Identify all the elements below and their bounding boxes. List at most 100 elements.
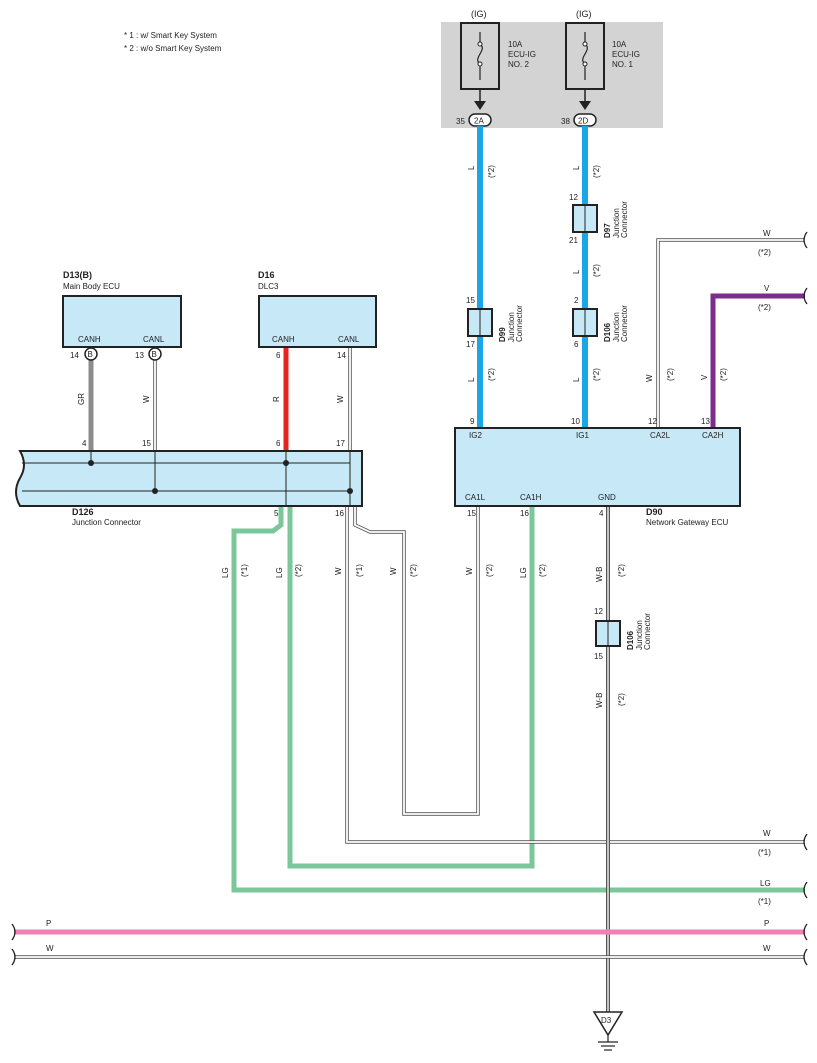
fuse-name-2: NO. 2 <box>508 60 529 69</box>
pin-label: GND <box>598 493 616 502</box>
pin-number: 4 <box>599 509 604 518</box>
pin-number: 4 <box>82 439 87 448</box>
wire-label-w: W <box>645 374 654 382</box>
pin-label-canh: CANH <box>272 335 295 344</box>
wire-label-star2: (*2) <box>592 368 601 381</box>
pin-number: 12 <box>594 607 603 616</box>
pin-number: 2 <box>574 296 579 305</box>
network-gateway-ecu: IG2 IG1 CA2L CA2H 9 10 12 13 CA1L CA1H G… <box>454 417 741 527</box>
wire-v-ca2h <box>710 293 805 428</box>
pin-number: 6 <box>276 439 281 448</box>
pin-label: CA2L <box>650 431 671 440</box>
d99-junction-connector: 15 17 D99 Junction Connector <box>466 296 524 349</box>
wire-label-star2: (*2) <box>485 564 494 577</box>
wire-label-star2: (*2) <box>617 564 626 577</box>
component-code: D106 <box>603 322 612 342</box>
wire-label-lg: LG <box>760 879 771 888</box>
pin-number: 15 <box>142 439 151 448</box>
fuse-supply-label: (IG) <box>471 9 487 19</box>
component-name: Junction <box>612 208 621 238</box>
break-marks <box>11 231 808 966</box>
component-name: Network Gateway ECU <box>646 518 728 527</box>
pin-number: 15 <box>466 296 475 305</box>
wire-label-star2: (*2) <box>617 693 626 706</box>
pin-number: 15 <box>467 509 476 518</box>
pin-number: 16 <box>335 509 344 518</box>
fuse-supply-label: (IG) <box>576 9 592 19</box>
pin-number: 13 <box>701 417 710 426</box>
wire-label-l: L <box>467 165 476 170</box>
wire-label-r: R <box>272 396 281 402</box>
legend-note-2: * 2 : w/o Smart Key System <box>124 44 222 53</box>
wire-label-star2: (*2) <box>487 368 496 381</box>
d97-junction-connector: 12 21 D97 Junction Connector <box>569 193 629 245</box>
wire-label-w: W <box>465 567 474 575</box>
fuse-connector-label: 2D <box>578 117 588 126</box>
pin-label: IG2 <box>469 431 482 440</box>
pin-label: CA1L <box>465 493 486 502</box>
pin-number: 16 <box>520 509 529 518</box>
wire-label-v: V <box>764 284 770 293</box>
pin-number: 21 <box>569 236 578 245</box>
fuse-name-1: ECU-IG <box>612 50 640 59</box>
ground-code: D3 <box>601 1016 612 1025</box>
wire-label-star2: (*2) <box>409 564 418 577</box>
wire-label-p: P <box>46 919 51 928</box>
wire-label-star1: (*1) <box>355 564 364 577</box>
pin-label-canl: CANL <box>143 335 165 344</box>
wire-label-star2: (*2) <box>758 303 771 312</box>
pin-number: 6 <box>574 340 579 349</box>
component-code: D13(B) <box>63 270 92 280</box>
wire-label-lg: LG <box>221 567 230 578</box>
wire-label-w: W <box>763 229 771 238</box>
wire-label-star1: (*1) <box>240 564 249 577</box>
connector-letter: B <box>152 350 157 359</box>
component-name: Connector <box>643 613 652 650</box>
component-code: D16 <box>258 270 275 280</box>
pin-number: 13 <box>135 351 144 360</box>
d106-junction-connector-upper: 2 6 D106 Junction Connector <box>572 296 629 349</box>
pin-number: 14 <box>70 351 79 360</box>
wire-label-star2: (*2) <box>592 264 601 277</box>
wire-label-star2: (*2) <box>592 165 601 178</box>
wire-label-l: L <box>572 269 581 274</box>
fuse-pin-number: 38 <box>561 117 570 126</box>
wire-lg-star1 <box>231 506 805 893</box>
component-name: Main Body ECU <box>63 282 120 291</box>
component-name: Junction <box>635 620 644 650</box>
wire-label-lg: LG <box>275 567 284 578</box>
wire-lg-star2 <box>287 506 535 869</box>
wire-label-star1: (*1) <box>758 848 771 857</box>
component-name: Connector <box>620 201 629 238</box>
wire-label-w: W <box>46 944 54 953</box>
pin-number: 5 <box>274 509 279 518</box>
fuse-pin-number: 35 <box>456 117 465 126</box>
legend-note-1: * 1 : w/ Smart Key System <box>124 31 217 40</box>
fuse-amp: 10A <box>612 40 627 49</box>
fuse-name-2: NO. 1 <box>612 60 633 69</box>
pin-label-canl: CANL <box>338 335 360 344</box>
pin-label: IG1 <box>576 431 589 440</box>
component-code: D90 <box>646 507 663 517</box>
fuse-ecu-ig-no1: (IG) 10A ECU-IG NO. 1 38 2D <box>561 9 640 127</box>
fuse-name-1: ECU-IG <box>508 50 536 59</box>
wire-label-star2: (*2) <box>294 564 303 577</box>
wire-label-star1: (*1) <box>758 897 771 906</box>
component-name: Junction Connector <box>72 518 141 527</box>
wire-label-w: W <box>389 567 398 575</box>
pin-number: 15 <box>594 652 603 661</box>
pin-number: 10 <box>571 417 580 426</box>
component-code: D99 <box>498 327 507 342</box>
wire-label-l: L <box>572 377 581 382</box>
wire-w-ca2l <box>656 238 805 428</box>
component-name: Junction <box>507 312 516 342</box>
pin-number: 12 <box>569 193 578 202</box>
pin-number: 17 <box>336 439 345 448</box>
wire-label-w: W <box>334 567 343 575</box>
wire-label-star2: (*2) <box>487 165 496 178</box>
wire-label-l: L <box>572 165 581 170</box>
component-code: D97 <box>603 223 612 238</box>
pin-number: 9 <box>470 417 475 426</box>
wire-label-p: P <box>764 919 769 928</box>
fuse-ecu-ig-no2: (IG) 10A ECU-IG NO. 2 35 2A <box>456 9 536 127</box>
